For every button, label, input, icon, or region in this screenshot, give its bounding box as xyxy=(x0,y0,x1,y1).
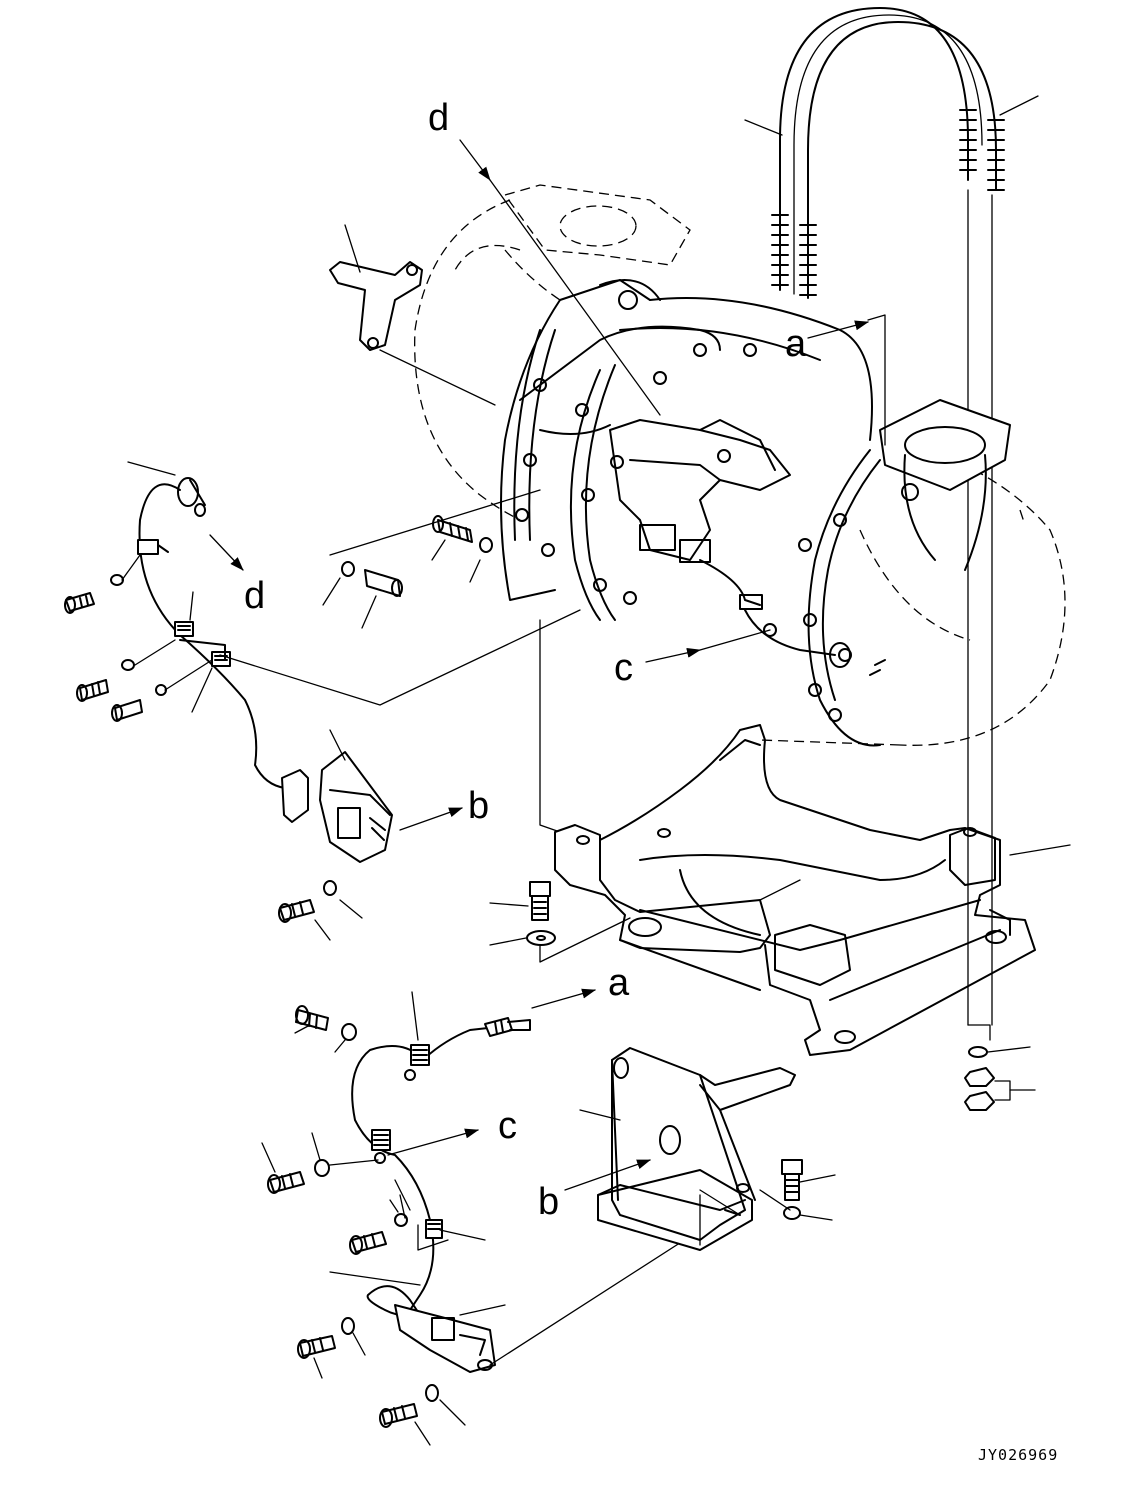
mount-frame xyxy=(489,724,1071,1111)
drawing-code: JY026969 xyxy=(978,1446,1058,1464)
label-c-bottom: c xyxy=(498,1105,517,1147)
upper-harness xyxy=(64,461,581,823)
callout-labels: d a d c b a c b JY026969 xyxy=(244,97,1058,1464)
label-a-bottom: a xyxy=(608,962,630,1004)
controller-unit xyxy=(278,729,393,941)
u-bolt-threads xyxy=(771,109,1005,296)
u-bolt-pair xyxy=(744,7,1039,1026)
label-b-bottom: b xyxy=(538,1181,559,1223)
label-d-left: d xyxy=(244,575,265,617)
label-a-top: a xyxy=(785,323,807,365)
controller-bracket xyxy=(579,1047,836,1251)
label-b-top: b xyxy=(468,785,489,827)
flange-bolts xyxy=(515,343,852,722)
label-c-top: c xyxy=(614,647,633,689)
label-d-top: d xyxy=(428,97,449,139)
callout-arrows xyxy=(209,139,886,1191)
lower-harness xyxy=(261,991,701,1446)
muffler-assembly xyxy=(322,184,1066,833)
